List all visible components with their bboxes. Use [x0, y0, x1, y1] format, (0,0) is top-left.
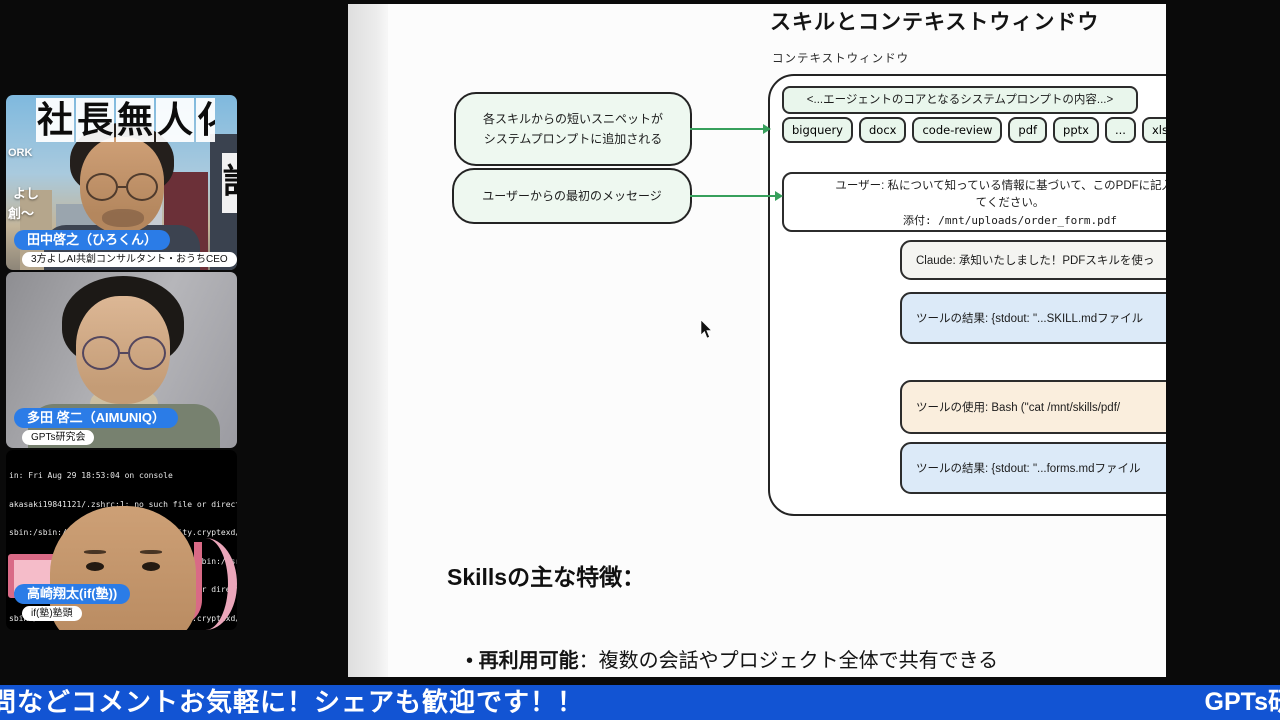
features-heading: Skillsの主な特徴： [447, 564, 646, 590]
participant-video-tanaka[interactable]: 社 長 無 人 化 計 ORK よし 創～ 田中啓之（ひろくん） 3方よしAI共… [6, 95, 237, 270]
first-message-box: ユーザーからの最初のメッセージ [452, 168, 692, 224]
person-beard [102, 209, 144, 227]
skill-tag: pptx [1053, 117, 1099, 143]
participant-name-badge: 田中啓之（ひろくん） [14, 230, 171, 250]
bullet-desc: ：複数の会話やプロジェクト全体で共有できる [578, 650, 999, 672]
banner-right-text: GPTs研 [1204, 688, 1280, 716]
headline-char-clipped: 化 [196, 98, 216, 142]
skill-tag: pdf [1008, 117, 1048, 143]
context-window-label: コンテキストウィンドウ [772, 53, 910, 65]
tool-result-box: ツールの結果: {stdout: "...SKILL.mdファイル [900, 292, 1166, 344]
user-message-line: ユーザー: 私について知っている情報に基づいて、このPDFに記入し [835, 180, 1166, 192]
participant-video-takasaki[interactable]: in: Fri Aug 29 18:53:04 on console akasa… [6, 450, 237, 630]
person-glasses [86, 173, 158, 201]
thumbnail-text-fragment: 創～ [8, 206, 35, 221]
user-message-line: てください。 [975, 197, 1045, 209]
skill-tag: bigquery [782, 117, 853, 143]
headline-char: 無 [116, 98, 155, 142]
person-glasses [82, 336, 166, 370]
system-prompt-box: <...エージェントのコアとなるシステムプロンプトの内容...> [782, 86, 1138, 114]
snippet-explainer-box: 各スキルからの短いスニペットが システムプロンプトに追加される [454, 92, 692, 166]
slide-title: スキルとコンテキストウィンドウ [770, 11, 1100, 34]
participant-name-badge: 多田 啓二（AIMUNIQ） [14, 408, 178, 428]
person-eye [86, 562, 104, 571]
skill-tag-row: bigquery docx code-review pdf pptx ... x… [782, 117, 1166, 143]
tool-result-box: ツールの結果: {stdout: "...forms.mdファイル [900, 442, 1166, 494]
headline-char: 長 [76, 98, 115, 142]
thumbnail-text-fragment: よし [13, 186, 40, 201]
skill-tag: docx [859, 117, 907, 143]
participant-role-badge: if(塾)塾頭 [22, 606, 82, 621]
person-eye [142, 562, 160, 571]
thumbnail-text-fragment: ORK [8, 147, 33, 159]
skill-tag: xlsx [1141, 117, 1166, 143]
mouse-cursor [700, 320, 713, 339]
banner-text: 問などコメントお気軽に！シェアも歓迎です！！ [0, 687, 585, 717]
headline-char: 人 [156, 98, 195, 142]
stream-banner: 問などコメントお気軽に！シェアも歓迎です！！ GPTs研 [0, 685, 1280, 720]
participant-role-badge: 3方よしAI共創コンサルタント・おうちCEO [22, 252, 237, 267]
person-eyebrow [140, 550, 162, 554]
participant-video-tada[interactable]: 多田 啓二（AIMUNIQ） GPTs研究会 [6, 272, 237, 448]
participant-name-badge: 高崎翔太(if(塾)) [14, 584, 131, 604]
bullet-marker: • [466, 650, 474, 672]
arrow-to-skill-tags [690, 124, 771, 134]
skill-tag: code-review [912, 117, 1003, 143]
person-eyebrow [84, 550, 106, 554]
tool-use-box: ツールの使用: Bash ("cat /mnt/skills/pdf/ [900, 380, 1166, 434]
thumbnail-headline: 社 長 無 人 化 [36, 98, 216, 142]
user-attachment-path: 添付: /mnt/uploads/order_form.pdf [902, 214, 1118, 227]
screen-share-slide: スキルとコンテキストウィンドウ コンテキストウィンドウ <...エージェントのコ… [348, 4, 1166, 677]
skill-tag: ... [1104, 117, 1136, 143]
participant-role-badge: GPTs研究会 [22, 430, 95, 445]
arrow-to-user-message [690, 191, 783, 201]
user-message-box: ユーザー: 私について知っている情報に基づいて、このPDFに記入し てください。… [782, 172, 1166, 232]
bullet-term: 再利用可能 [478, 650, 579, 672]
claude-message-box: Claude: 承知いたしました！PDFスキルを使っ [900, 240, 1166, 280]
feature-bullet: • 再利用可能：複数の会話やプロジェクト全体で共有できる [466, 644, 998, 673]
headline-char-clipped: 計 [222, 153, 237, 213]
headline-char: 社 [36, 98, 75, 142]
